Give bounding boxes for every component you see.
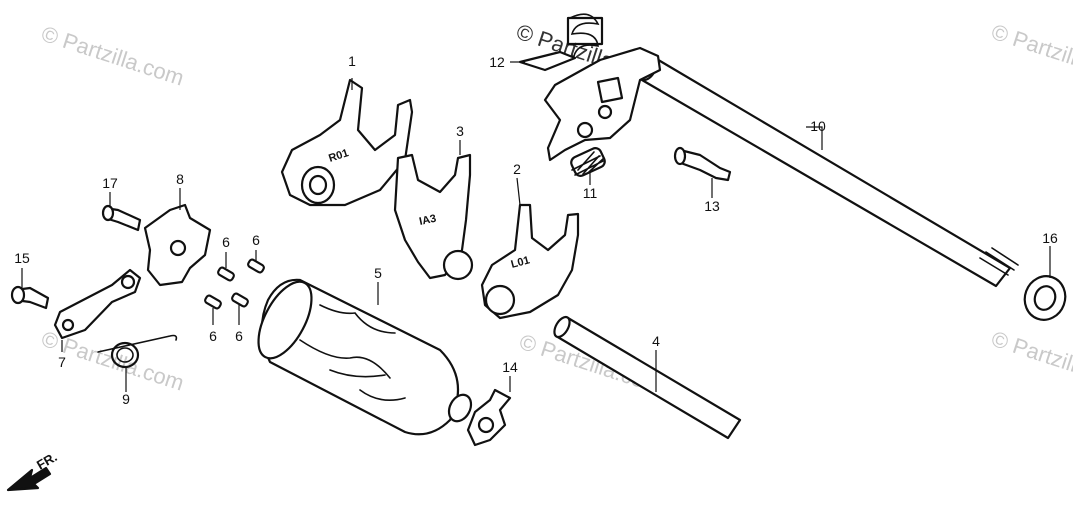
bolt-15-part — [10, 285, 50, 310]
watermark-top-right: © Partzilla.com — [988, 19, 1073, 89]
fork-1-stamp: R01 — [327, 147, 350, 165]
plate-part — [143, 203, 212, 287]
front-direction-indicator: FR. — [6, 449, 60, 492]
fork-3-stamp: IA3 — [418, 213, 437, 228]
fork-2-stamp: L01 — [510, 254, 531, 271]
callout-9: 9 — [122, 391, 130, 407]
shift-fork-3-part: IA3 — [393, 153, 474, 281]
stopper-plate-part — [466, 388, 512, 447]
leader-lines — [21, 61, 1051, 392]
guide-shaft-part — [553, 315, 742, 440]
callout-2: 2 — [513, 161, 521, 177]
shift-drum-part — [257, 278, 473, 436]
callout-5: 5 — [374, 265, 382, 281]
callout-10: 10 — [810, 118, 826, 134]
callout-6d: 6 — [235, 328, 243, 344]
bolt-17-part — [101, 204, 142, 232]
front-label: FR. — [34, 449, 60, 472]
spring-part — [570, 147, 606, 177]
callout-6b: 6 — [252, 232, 260, 248]
callout-17: 17 — [102, 175, 118, 191]
shift-arm-part — [518, 13, 662, 162]
return-spring-part — [97, 334, 178, 369]
callout-8: 8 — [176, 171, 184, 187]
arm-part — [53, 268, 142, 340]
callout-16: 16 — [1042, 230, 1058, 246]
shift-shaft-part — [638, 56, 1019, 288]
callout-11: 11 — [583, 185, 598, 201]
callout-numbers: 1 3 2 5 4 6 6 6 6 7 8 9 10 11 12 13 14 1… — [14, 53, 1058, 407]
watermark-group: © Partzilla.com © Partzilla.com © Partzi… — [38, 19, 1073, 399]
callout-6c: 6 — [209, 328, 217, 344]
callout-13: 13 — [704, 198, 720, 214]
callout-7: 7 — [58, 354, 66, 370]
bolt-13-part — [673, 146, 732, 182]
callout-4: 4 — [652, 333, 660, 349]
callout-14: 14 — [502, 359, 518, 375]
callout-15: 15 — [14, 250, 30, 266]
watermark-bottom-right: © Partzilla.com — [988, 326, 1073, 396]
shift-fork-2-part: L01 — [480, 203, 580, 320]
shift-fork-1-part: R01 — [280, 78, 414, 207]
callout-6a: 6 — [222, 234, 230, 250]
watermark-top-left: © Partzilla.com — [38, 21, 187, 91]
callout-12: 12 — [489, 54, 505, 70]
oil-seal-part — [1023, 275, 1067, 321]
dowel-pins-part — [204, 258, 265, 310]
callout-3: 3 — [456, 123, 464, 139]
callout-1: 1 — [348, 53, 356, 69]
